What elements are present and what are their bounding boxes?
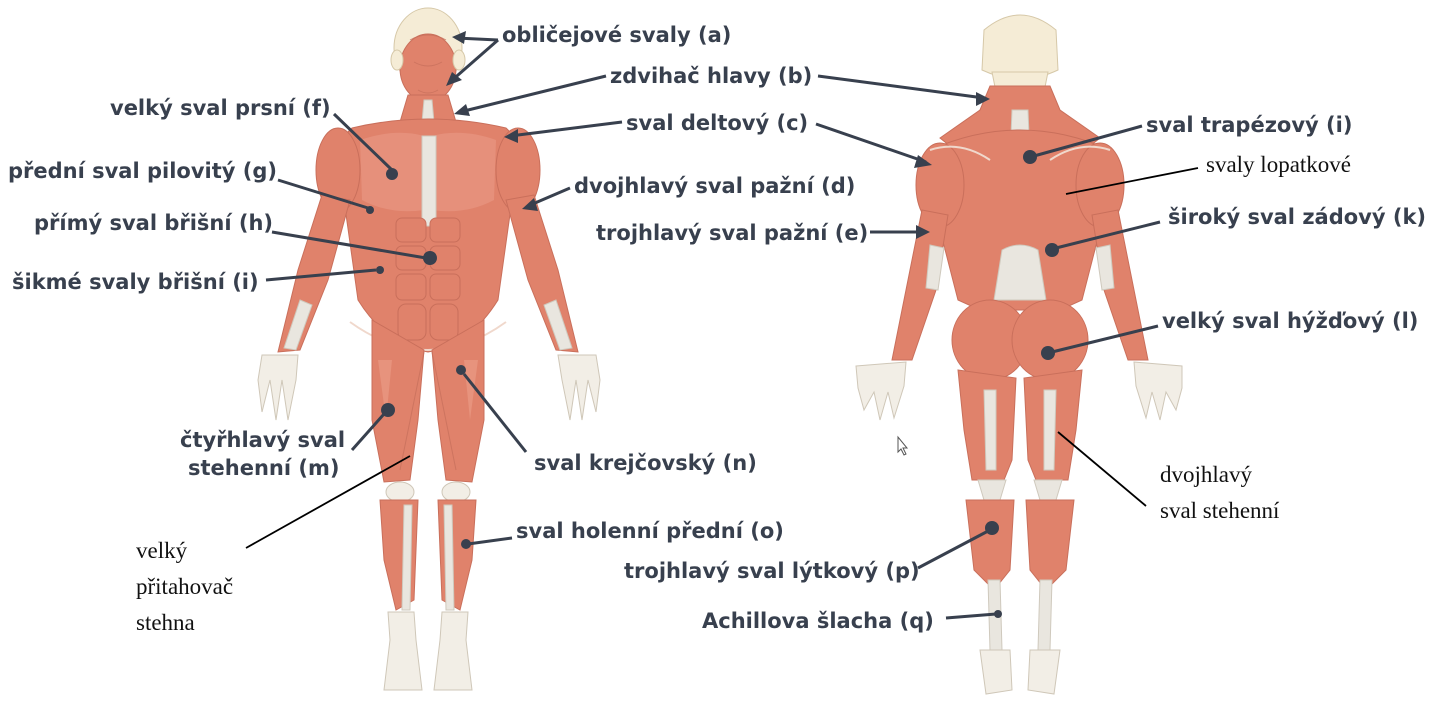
labels: obličejové svaly (a) zdvihač hlavy (b) v…: [8, 23, 1426, 635]
label-zdvihac-hlavy: zdvihač hlavy (b): [610, 64, 812, 88]
label-velky-line2: přitahovač: [136, 574, 233, 599]
label-primy-sval-bricni: přímý sval břišní (h): [34, 211, 273, 235]
label-svaly-lopatkove: svaly lopatkové: [1206, 152, 1351, 177]
label-predni-sval-pilovity: přední sval pilovitý (g): [8, 159, 277, 183]
label-trojhlavy-sval-lytkovy: trojhlavý sval lýtkový (p): [624, 559, 920, 583]
label-velky-line3: stehna: [136, 610, 195, 635]
label-velky-sval-prsni: velký sval prsní (f): [110, 96, 331, 120]
label-sval-krejcovsky: sval krejčovský (n): [534, 451, 757, 475]
mouse-cursor-icon: [897, 435, 909, 456]
label-oblicejove-svaly: obličejové svaly (a): [502, 23, 731, 47]
label-trojhlavy-sval-pazni: trojhlavý sval pažní (e): [596, 221, 868, 245]
label-sval-deltovy: sval deltový (c): [626, 111, 808, 135]
label-dvojhlavy-sval-pazni: dvojhlavý sval pažní (d): [574, 174, 855, 198]
label-velky-sval-hyzdovy: velký sval hýžďový (l): [1162, 309, 1418, 333]
label-ctyrhlavy-line2: stehenní (m): [188, 456, 339, 480]
label-siroky-sval-zadovy: široký sval zádový (k): [1168, 205, 1426, 229]
front-body-figure: [257, 7, 601, 691]
label-sval-trapezovy: sval trapézový (i): [1146, 113, 1352, 137]
label-ctyrhlavy-line1: čtyřhlavý sval: [180, 428, 345, 452]
label-achillova-slacha: Achillova šlacha (q): [702, 609, 934, 633]
label-sval-holenni-predni: sval holenní přední (o): [516, 519, 784, 543]
front-leader-lines: [245, 31, 623, 549]
label-velky-line1: velký: [136, 538, 188, 563]
label-sikme-svaly-bricni: šikmé svaly břišní (i): [12, 270, 259, 294]
back-leader-lines: [815, 74, 1199, 620]
label-dvojhlavy-line2: sval stehenní: [1160, 498, 1280, 523]
label-dvojhlavy-line1: dvojhlavý: [1160, 462, 1252, 487]
back-body-figure: [855, 14, 1183, 695]
